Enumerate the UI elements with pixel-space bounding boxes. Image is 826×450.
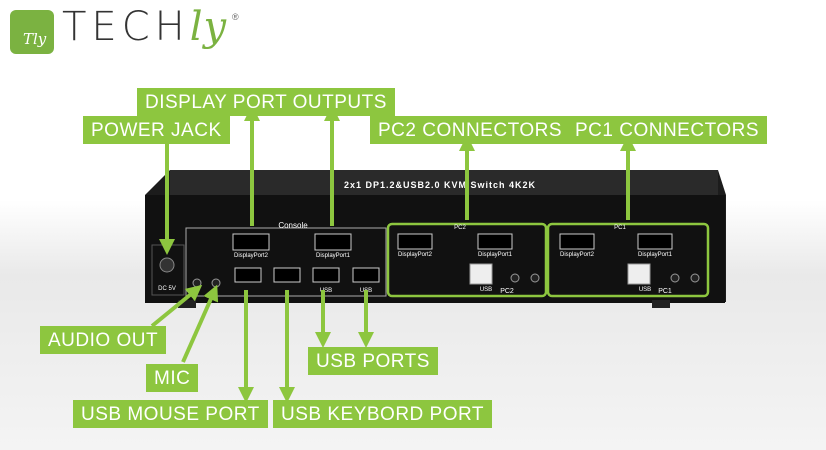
pc1-dp2-label: DisplayPort2 [560, 252, 595, 258]
label-usb-mouse: USB MOUSE PORT [73, 400, 268, 428]
pc1-dp1-port [637, 233, 673, 250]
label-audio-out: AUDIO OUT [40, 326, 167, 354]
usb-mouse-port [234, 267, 262, 283]
usb-keyboard-port [273, 267, 301, 283]
console-dp2-label: DisplayPort2 [234, 253, 269, 259]
logo-mark: Tly [23, 30, 47, 48]
pc2-audio-port [510, 273, 520, 283]
techly-logo: Tly [10, 10, 54, 54]
dc-label: DC 5V [158, 286, 176, 292]
console-dp2-port [232, 233, 270, 251]
pc1-dp2-port [559, 233, 595, 250]
label-power-jack: POWER JACK [83, 116, 230, 144]
pc2-dp1-port [477, 233, 513, 250]
pc2-top-label: PC2 [454, 225, 466, 231]
registered-mark: ® [232, 12, 239, 22]
pc2-usb-b-port [469, 263, 493, 285]
pc2-dp2-label: DisplayPort2 [398, 252, 433, 258]
pc2-dp2-port [397, 233, 433, 250]
pc2-dp1-label: DisplayPort1 [478, 252, 513, 258]
pc1-mic-port [690, 273, 700, 283]
foot-right [652, 300, 670, 308]
audio-out-port [192, 278, 202, 288]
console-dp1-port [314, 233, 352, 251]
pc1-audio-port [670, 273, 680, 283]
pc2-frame [386, 222, 548, 298]
power-jack [159, 257, 175, 273]
foot-left [178, 300, 196, 308]
mic-port [211, 278, 221, 288]
pc2-mic-port [530, 273, 540, 283]
usb-label-1: USB [320, 288, 332, 294]
pc1-top-label: PC1 [614, 225, 626, 231]
arrows [150, 105, 636, 403]
pc1-bottom-label: PC1 [658, 288, 672, 295]
label-mic: MIC [146, 364, 199, 392]
label-usb-ports: USB PORTS [308, 347, 438, 375]
usb-port-2 [352, 267, 380, 283]
console-dp1-label: DisplayPort1 [316, 253, 351, 259]
pc1-usb-b-port [627, 263, 651, 285]
pc2-usb-label: USB [480, 287, 492, 293]
brand-name: TECHly [62, 4, 228, 50]
arrow-mic [181, 284, 219, 363]
pc1-dp1-label: DisplayPort1 [638, 252, 673, 258]
label-pc2-connectors: PC2 CONNECTORS [370, 116, 571, 144]
device-title: 2x1 DP1.2&USB2.0 KVM Switch 4K2K [344, 180, 536, 190]
arrow-audio [150, 284, 203, 328]
label-display-outputs: DISPLAY PORT OUTPUTS [137, 88, 395, 116]
pc2-bottom-label: PC2 [500, 288, 514, 295]
label-usb-keyboard: USB KEYBORD PORT [273, 400, 492, 428]
pc1-usb-label: USB [639, 287, 651, 293]
label-pc1-connectors: PC1 CONNECTORS [567, 116, 768, 144]
pc1-frame [546, 222, 710, 298]
console-label: Console [278, 221, 308, 230]
usb-port-1 [312, 267, 340, 283]
